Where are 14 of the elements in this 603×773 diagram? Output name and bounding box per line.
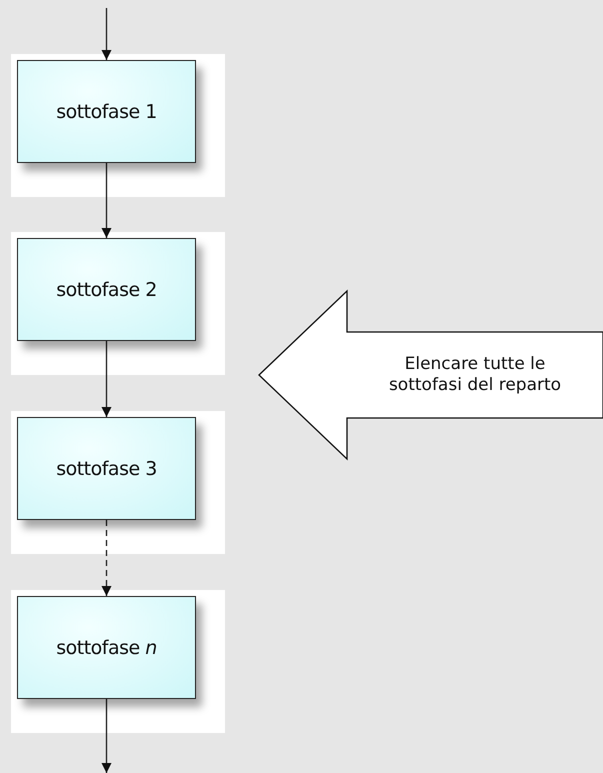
box-label: sottofase 3 — [56, 458, 157, 480]
arrow — [102, 8, 112, 60]
process-box — [17, 60, 196, 163]
box-label: sottofase 2 — [56, 278, 157, 300]
box-label: sottofase 1 — [56, 100, 157, 122]
arrow-label: Elencare tutte le sottofasi del reparto — [388, 354, 562, 396]
arrow — [102, 520, 112, 596]
arrow — [102, 341, 112, 417]
box-label: sottofase n — [56, 636, 157, 658]
process-box — [17, 596, 196, 699]
arrow — [102, 699, 112, 773]
process-box — [17, 417, 196, 520]
arrow — [102, 163, 112, 238]
process-box — [17, 238, 196, 341]
